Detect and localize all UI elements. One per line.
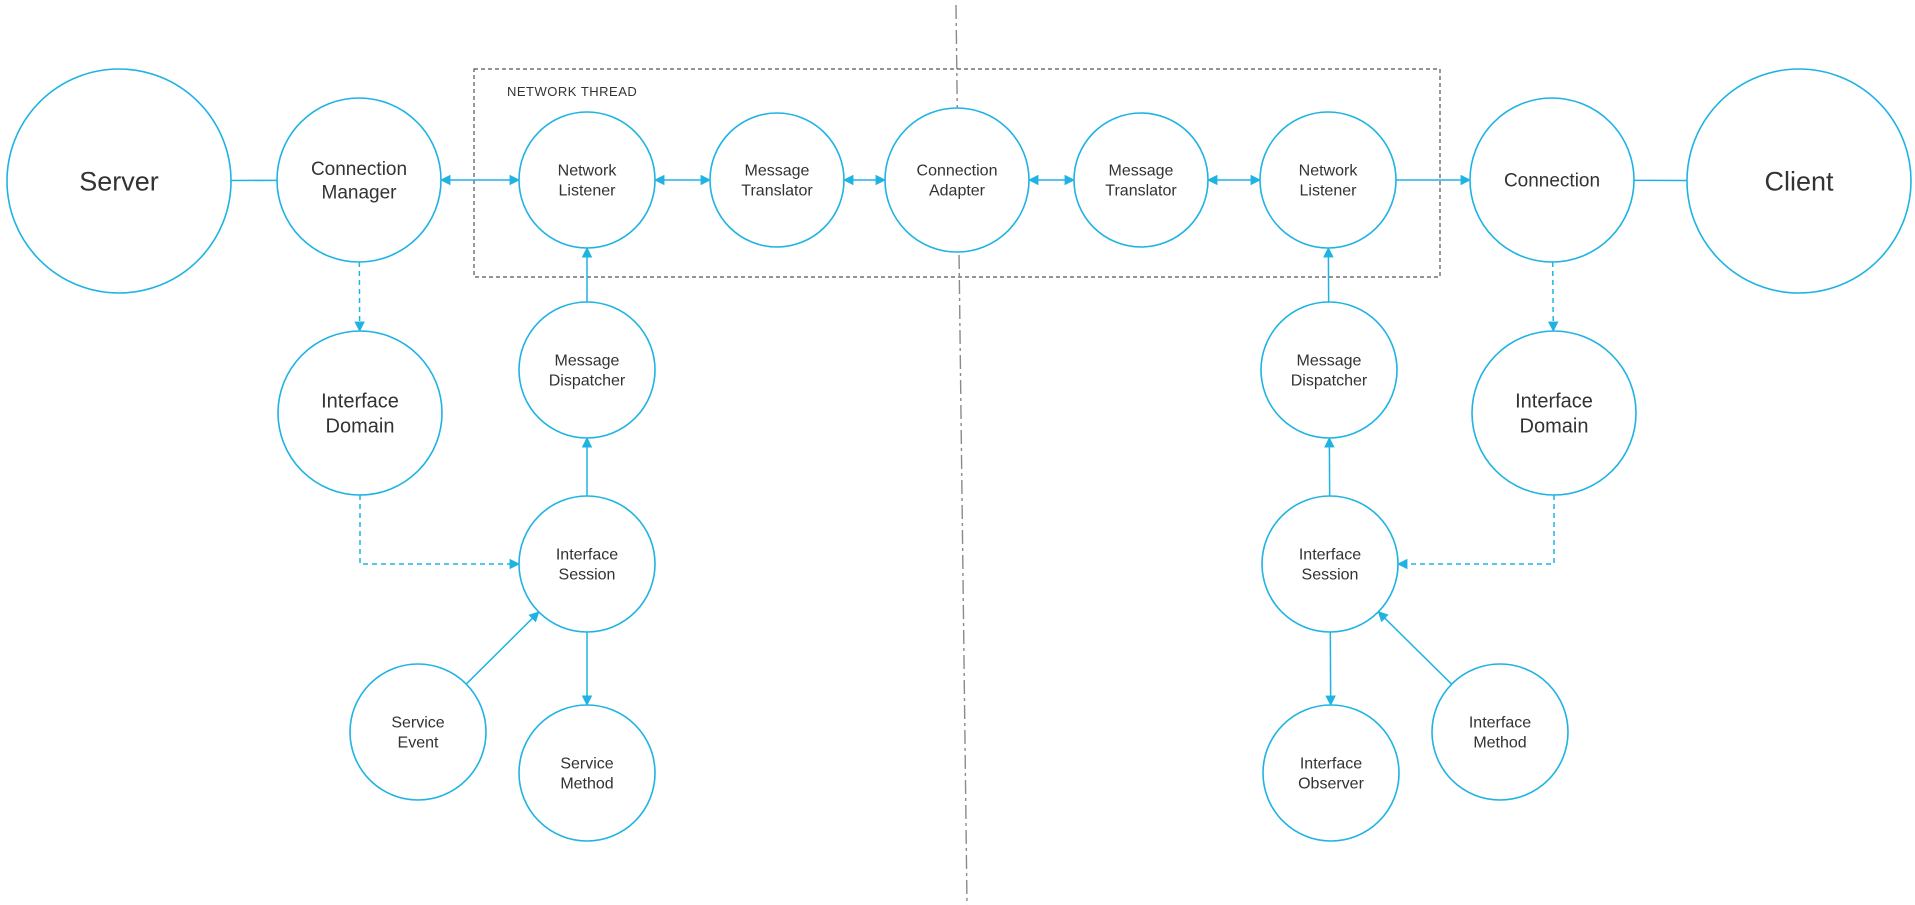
node-label: Interface bbox=[556, 547, 618, 564]
node-circle bbox=[1262, 704, 1400, 842]
node-circle bbox=[1073, 112, 1209, 248]
node-label: Session bbox=[1302, 567, 1359, 584]
node-label: Domain bbox=[1520, 416, 1589, 438]
node-circle bbox=[518, 704, 656, 842]
node-label: Interface bbox=[1300, 756, 1362, 773]
node-server: Server bbox=[6, 68, 232, 294]
node-client: Client bbox=[1686, 68, 1912, 294]
node-label: Connection bbox=[311, 159, 407, 180]
node-label: Event bbox=[398, 735, 439, 752]
network-thread-label: NETWORK THREAD bbox=[507, 84, 637, 99]
node-label: Manager bbox=[322, 183, 398, 204]
node-circle bbox=[1431, 663, 1569, 801]
node-label: Service bbox=[391, 715, 444, 732]
network-thread-frame bbox=[473, 68, 1441, 278]
node-circle bbox=[277, 330, 443, 496]
node-label: Domain bbox=[326, 416, 395, 438]
node-circle bbox=[6, 68, 232, 294]
node-label: Connection bbox=[917, 163, 998, 180]
node-label: Service bbox=[560, 756, 613, 773]
node-label: Dispatcher bbox=[549, 373, 626, 390]
node-label: Interface bbox=[321, 391, 399, 413]
node-circle bbox=[518, 111, 656, 249]
node-label: Network bbox=[1299, 163, 1359, 180]
node-circle bbox=[1260, 301, 1398, 439]
node-circle bbox=[518, 495, 656, 633]
node-label: Connection bbox=[1504, 171, 1600, 192]
edge-interface_domain_right-to-interface_session_right bbox=[1396, 495, 1555, 570]
node-circle bbox=[884, 107, 1030, 253]
node-label: Network bbox=[558, 163, 618, 180]
edges bbox=[230, 174, 1688, 707]
node-label: Dispatcher bbox=[1291, 373, 1368, 390]
node-circle bbox=[349, 663, 487, 801]
edge-connection-to-interface_domain_right bbox=[1547, 261, 1559, 333]
node-label: Translator bbox=[1105, 183, 1177, 200]
node-label: Interface bbox=[1515, 391, 1593, 413]
node-circle bbox=[518, 301, 656, 439]
node-label: Message bbox=[1297, 353, 1362, 370]
edge-interface_method-to-interface_session_right bbox=[1377, 611, 1453, 685]
node-label: Translator bbox=[741, 183, 813, 200]
node-circle bbox=[1261, 495, 1399, 633]
node-label: Method bbox=[1473, 735, 1526, 752]
node-circle bbox=[1686, 68, 1912, 294]
node-label: Adapter bbox=[929, 183, 986, 200]
node-label: Message bbox=[745, 163, 810, 180]
edge-interface_domain_left-to-interface_session_left bbox=[359, 495, 521, 570]
node-circle bbox=[1259, 111, 1397, 249]
node-label: Observer bbox=[1298, 776, 1364, 793]
node-label: Session bbox=[559, 567, 616, 584]
node-label: Client bbox=[1764, 166, 1834, 196]
node-circle bbox=[276, 97, 442, 263]
node-circle bbox=[709, 112, 845, 248]
node-connection: Connection bbox=[1469, 97, 1635, 263]
node-label: Server bbox=[79, 166, 159, 196]
node-circle bbox=[1471, 330, 1637, 496]
node-label: Interface bbox=[1469, 715, 1531, 732]
edge-service_event-to-interface_session_left bbox=[465, 611, 540, 685]
node-label: Method bbox=[560, 776, 613, 793]
node-label: Listener bbox=[1300, 183, 1358, 200]
node-label: Listener bbox=[559, 183, 617, 200]
node-circle bbox=[1469, 97, 1635, 263]
node-label: Message bbox=[1109, 163, 1174, 180]
node-label: Message bbox=[555, 353, 620, 370]
node-label: Interface bbox=[1299, 547, 1361, 564]
